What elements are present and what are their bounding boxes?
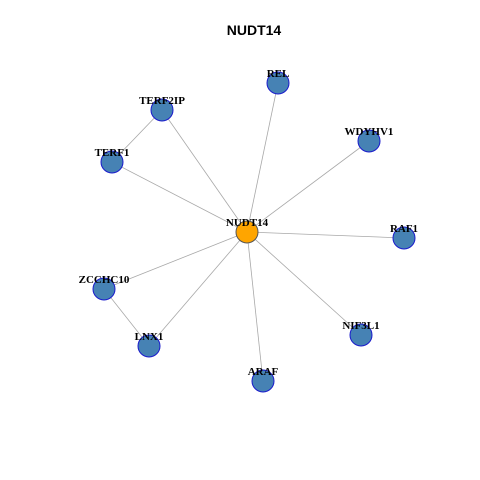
node-circle[interactable]: [92, 277, 116, 301]
edge-nudt14-lnx1: [148, 231, 248, 347]
node-label: LNX1: [135, 331, 164, 343]
node-label: REL: [267, 68, 290, 80]
node-circle[interactable]: [251, 369, 275, 393]
node-label: NUDT14: [226, 217, 269, 229]
node-nif3l1[interactable]: NIF3L1: [342, 320, 380, 347]
node-label: TERF2IP: [139, 95, 185, 107]
node-terf1[interactable]: TERF1: [95, 147, 130, 174]
edge-nudt14-terf1: [111, 161, 248, 233]
nodes-layer: NUDT14 REL TERF2IP WDYHV1TERF1RAF1ZCCHC10NI…: [79, 68, 418, 393]
node-circle[interactable]: [100, 150, 124, 174]
node-zcchc10[interactable]: ZCCHC10: [79, 274, 130, 301]
edge-nudt14-raf1: [246, 231, 405, 239]
node-terf2ip[interactable]: TERF2IP: [139, 95, 185, 122]
node-raf1[interactable]: RAF1: [390, 223, 418, 250]
node-wdyhv1[interactable]: WDYHV1: [345, 126, 394, 153]
node-circle[interactable]: [357, 129, 381, 153]
edge-nudt14-zcchc10: [103, 231, 248, 290]
edge-nudt14-terf2ip: [161, 109, 248, 233]
node-circle[interactable]: [266, 71, 290, 95]
node-label: ZCCHC10: [79, 274, 130, 286]
node-circle[interactable]: [137, 334, 161, 358]
edge-nudt14-rel: [246, 82, 279, 233]
edge-nudt14-nif3l1: [246, 231, 362, 336]
node-circle[interactable]: [349, 323, 373, 347]
node-lnx1[interactable]: LNX1: [135, 331, 164, 358]
node-label: NIF3L1: [342, 320, 379, 332]
node-circle[interactable]: [150, 98, 174, 122]
node-label: WDYHV1: [345, 126, 394, 138]
edge-nudt14-wdyhv1: [246, 140, 370, 233]
edges-layer: [103, 82, 405, 382]
graph-title: NUDT14: [227, 22, 282, 38]
node-label: RAF1: [390, 223, 418, 235]
node-label: ARAF: [248, 366, 279, 378]
edge-nudt14-araf: [246, 231, 264, 382]
edge-zcchc10-lnx1: [103, 288, 150, 347]
node-araf[interactable]: ARAF: [248, 366, 279, 393]
node-rel[interactable]: REL: [266, 68, 290, 95]
node-circle[interactable]: [235, 220, 259, 244]
node-nudt14[interactable]: NUDT14: [226, 217, 269, 244]
node-label: TERF1: [95, 147, 130, 159]
edge-terf2ip-terf1: [111, 109, 163, 163]
node-circle[interactable]: [392, 226, 416, 250]
